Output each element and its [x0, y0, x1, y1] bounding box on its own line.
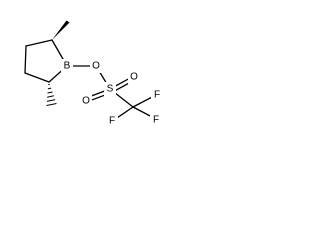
atom-boron: B [61, 59, 73, 73]
atom-oxygen-sulfonyl-left: O [80, 94, 92, 108]
atom-fluorine-left: F [106, 114, 118, 128]
atom-oxygen-sulfonyl-right: O [128, 70, 140, 84]
atom-sulfur: S [104, 82, 116, 96]
chemical-structure: B O S O O F F F [24, 20, 163, 128]
svg-text:F: F [153, 115, 159, 126]
svg-text:O: O [92, 61, 100, 72]
bond-ring-c2-c3 [25, 39, 53, 47]
atom-fluorine-top: F [151, 88, 163, 102]
svg-text:O: O [130, 72, 138, 83]
bond-ring-c4-c5 [24, 72, 50, 83]
svg-text:O: O [82, 96, 90, 107]
atom-fluorine-right: F [150, 113, 162, 127]
atom-oxygen-bridge: O [90, 59, 102, 73]
hashed-bond-methyl-lower [46, 83, 57, 106]
svg-text:S: S [107, 84, 114, 95]
svg-text:F: F [109, 116, 115, 127]
wedge-bond-methyl-upper [52, 20, 70, 40]
bond-ring-c3-c4 [24, 45, 27, 74]
svg-text:F: F [154, 90, 160, 101]
svg-text:B: B [64, 61, 71, 72]
